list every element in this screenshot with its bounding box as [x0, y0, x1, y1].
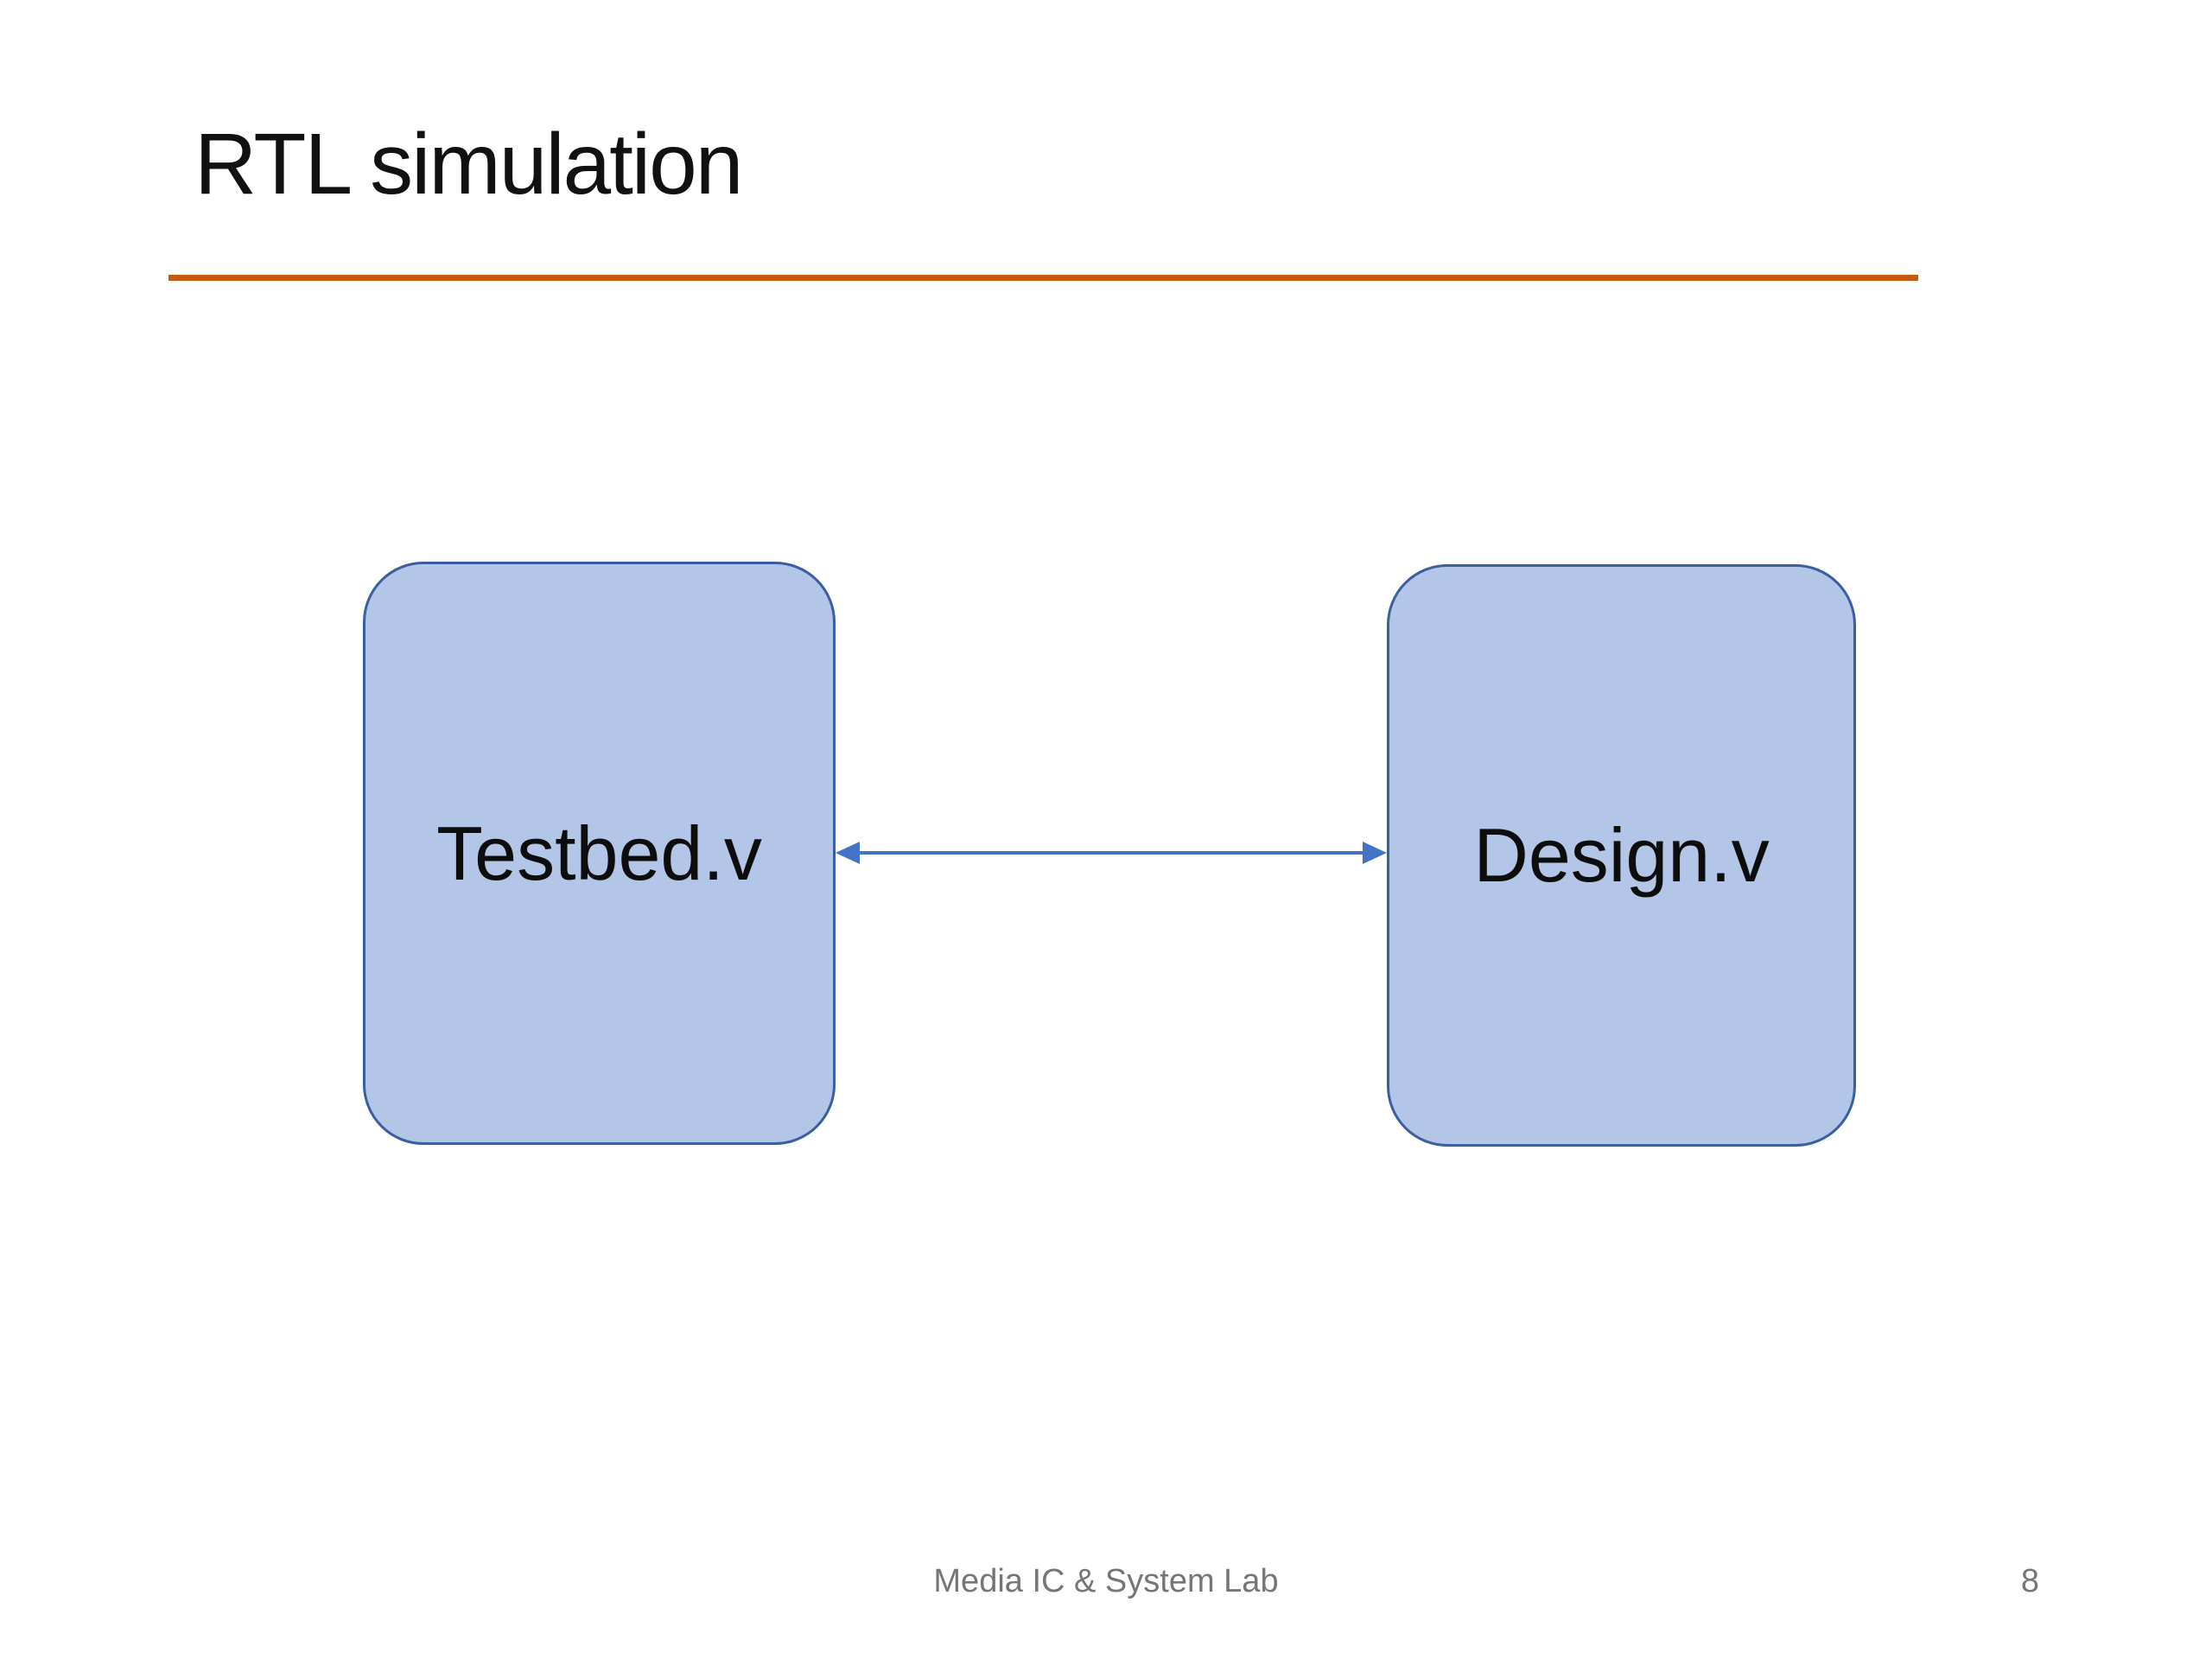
testbed-box-label: Testbed.v — [436, 810, 762, 896]
diagram-box-design: Design.v — [1387, 564, 1856, 1147]
bidirectional-arrow-icon — [834, 835, 1389, 871]
title-divider-line — [168, 275, 1918, 281]
slide-title: RTL simulation — [194, 116, 743, 213]
design-box-label: Design.v — [1473, 812, 1770, 898]
footer-lab-name: Media IC & System Lab — [933, 1563, 1279, 1599]
diagram-box-testbed: Testbed.v — [363, 562, 836, 1145]
page-number: 8 — [2020, 1563, 2039, 1599]
